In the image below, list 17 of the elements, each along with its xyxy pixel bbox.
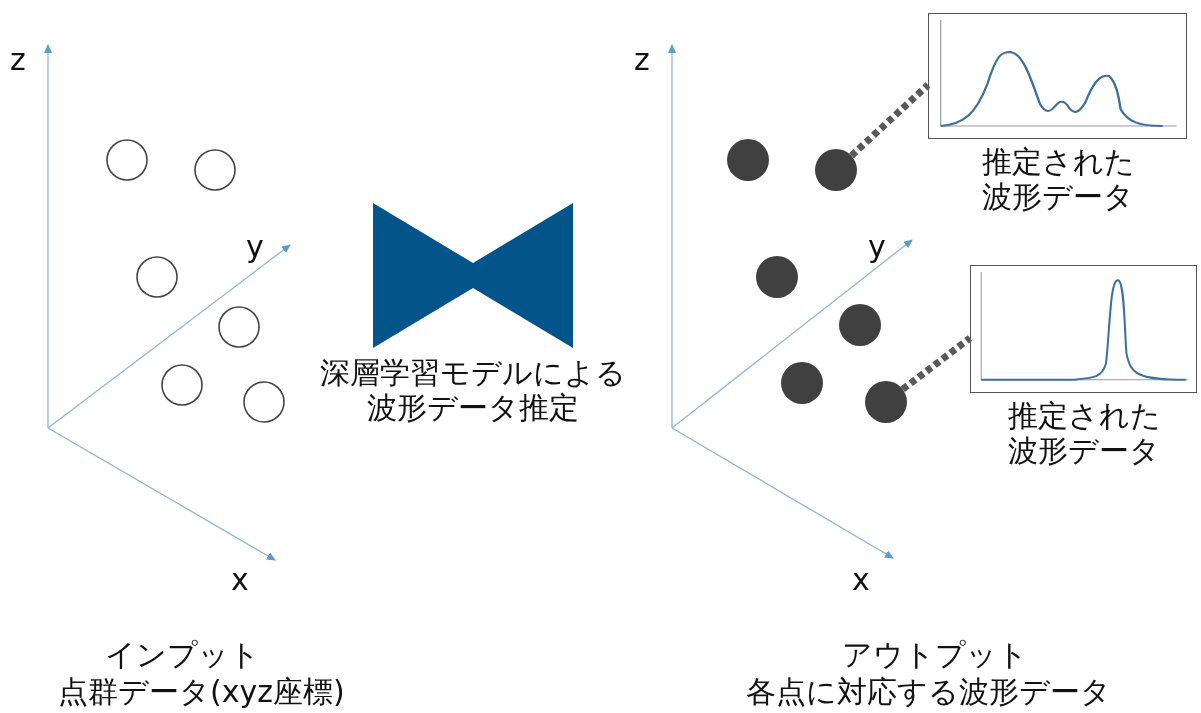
axis-label: y — [246, 232, 264, 262]
leader-line — [900, 335, 973, 393]
data-point — [865, 381, 907, 423]
data-point — [815, 149, 857, 191]
axis-label: z — [634, 45, 650, 75]
leader-line — [849, 82, 931, 159]
plot-caption: 推定された波形データ — [1006, 399, 1162, 468]
caption-text: 点群データ(xyz座標) — [58, 677, 345, 707]
model-caption: 深層学習モデルによる波形データ推定 — [319, 356, 627, 425]
plot-caption: 推定された波形データ — [980, 145, 1136, 214]
caption-text: アウトプット — [842, 640, 1028, 670]
axis-label: z — [10, 45, 26, 75]
axis-label: x — [231, 565, 249, 595]
axis-label: x — [852, 565, 870, 595]
axis-label: y — [868, 232, 886, 262]
caption-text: インプット — [105, 640, 260, 670]
caption-text: 各点に対応する波形データ — [746, 677, 1111, 707]
